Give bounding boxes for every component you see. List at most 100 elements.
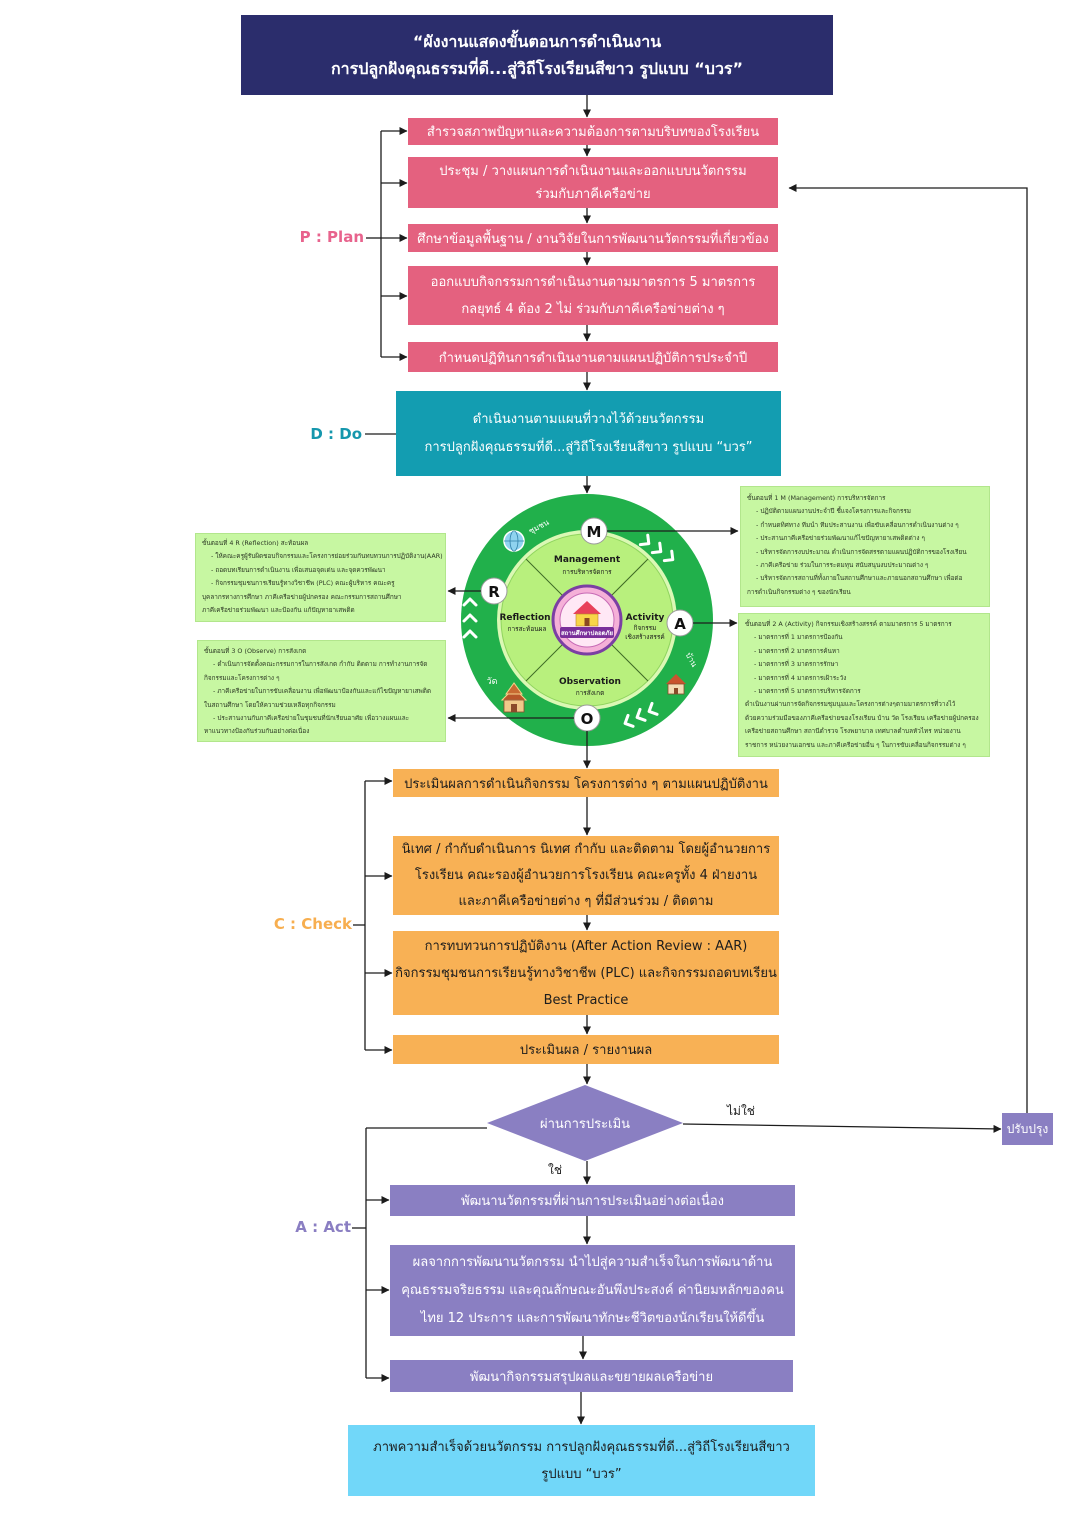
plan-step: กำหนดปฏิทินการดำเนินงานตามแผนปฏิบัติการป… [408, 342, 778, 372]
logo-text: สถานศึกษาปลอดภัย [561, 629, 613, 637]
result-text: รูปแบบ “บวร” [541, 1466, 622, 1482]
check-step: ประเมินผลการดำเนินกิจกรรม โครงการต่าง ๆ … [393, 769, 779, 797]
act-phase-label: A : Act [295, 1218, 351, 1236]
note-line: เครือข่ายสถานศึกษา สถานีตำรวจ โรงพยาบาล … [745, 727, 961, 736]
check-bracket [353, 777, 393, 1054]
plan-bracket [366, 127, 408, 361]
mao-r-cycle-diagram: Management การบริหารจัดการ Activity กิจก… [461, 494, 713, 746]
note-heading: ขั้นตอนที่ 4 R (Reflection) สะท้อนผล [202, 539, 309, 547]
step-text: ประเมินผล / รายงานผล [519, 1043, 653, 1058]
act-step: พัฒนานวัตกรรมที่ผ่านการประเมินอย่างต่อเน… [390, 1185, 795, 1216]
observation-letter: O [581, 710, 594, 728]
cycle-note-connectors [447, 527, 739, 722]
house-icon [666, 674, 686, 695]
observation-label: Observation [559, 677, 621, 687]
step-text: นิเทศ / กำกับดำเนินการ นิเทศ กำกับ และติ… [401, 841, 771, 857]
step-text: กิจกรรมชุมชนการเรียนรู้ทางวิชาชีพ (PLC) … [395, 965, 777, 981]
chevron-arrows-icon [462, 533, 675, 728]
reflection-letter: R [488, 583, 500, 601]
plan-step: ศึกษาข้อมูลพื้นฐาน / งานวิจัยในการพัฒนาน… [408, 224, 778, 252]
act-bracket [352, 1127, 487, 1382]
management-label: Management [554, 555, 621, 565]
feedback-loop [682, 184, 1028, 1133]
reflection-label: Reflection [499, 613, 550, 623]
step-text: โรงเรียน คณะรองผู้อำนวยการโรงเรียน คณะคร… [414, 867, 758, 883]
temple-icon [500, 682, 528, 713]
activity-letter: A [674, 615, 686, 633]
step-text: พัฒนานวัตกรรมที่ผ่านการประเมินอย่างต่อเน… [461, 1194, 724, 1209]
act-step: พัฒนากิจกรรมสรุปผลและขยายผลเครือข่าย [390, 1360, 793, 1392]
step-text: ประเมินผลการดำเนินกิจกรรม โครงการต่าง ๆ … [404, 776, 768, 792]
connector-arrow [788, 184, 1028, 1113]
reflection-label-th: การสะท้อนผล [508, 625, 547, 633]
note-line: - มาตรการที่ 4 มาตรการเฝ้าระวัง [754, 673, 847, 682]
note-line: ด้วยความร่วมมือของภาคีเครือข่ายของโรงเรี… [745, 713, 979, 722]
reflection-badge: R [480, 577, 508, 605]
note-line: - ถอดบทเรียนการดำเนินงาน เพื่อเสนอจุดเด่… [211, 565, 386, 574]
step-text: กลยุทธ์ 4 ต้อง 2 ไม่ ร่วมกับภาคีเครือข่า… [461, 301, 725, 317]
improve-text: ปรับปรุง [1006, 1121, 1049, 1136]
plan-step: ออกแบบกิจกรรมการดำเนินงานตามมาตรการ 5 มา… [408, 266, 778, 325]
plan-step: สำรวจสภาพปัญหาและความต้องการตามบริบทของโ… [408, 118, 778, 145]
note-line: ในสถานศึกษา โดยให้ความช่วยเหลือทุกกิจกรร… [204, 700, 336, 709]
result-box: ภาพความสำเร็จด้วยนวัตกรรม การปลูกฝังคุณธ… [348, 1425, 815, 1496]
observation-note: ขั้นตอนที่ 3 O (Observe) การสังเกต - ดำเ… [197, 640, 446, 742]
connector-arrow [682, 1123, 1002, 1133]
note-line: - กำหนดทิศทาง ทีมนำ ทีมประสานงาน เพื่อขั… [756, 520, 959, 529]
check-step: นิเทศ / กำกับดำเนินการ นิเทศ กำกับ และติ… [393, 836, 779, 915]
management-label-th: การบริหารจัดการ [562, 568, 612, 576]
step-text: คุณธรรมจริยธรรม และคุณลักษณะอันพึงประสงค… [401, 1282, 784, 1298]
decision-yes-label: ใช่ [548, 1163, 563, 1177]
observation-badge: O [573, 704, 601, 732]
note-line: - ประสานภาคีเครือข่ายร่วมพัฒนาแก้ไขปัญหา… [756, 534, 925, 543]
note-line: - ประสานงานกับภาคีเครือข่ายในชุมชนที่นัก… [213, 713, 410, 722]
step-text: ออกแบบกิจกรรมการดำเนินงานตามมาตรการ 5 มา… [430, 274, 756, 290]
check-step: ประเมินผล / รายงานผล [393, 1035, 779, 1064]
note-line: - มาตรการที่ 1 มาตรการป้องกัน [754, 633, 843, 642]
management-badge: M [580, 517, 608, 545]
reflection-note: ขั้นตอนที่ 4 R (Reflection) สะท้อนผล - ใ… [195, 533, 446, 622]
note-line: - ภาคีเครือข่าย ร่วมในการระดมทุน สนับสนุ… [756, 560, 929, 569]
decision-no-label: ไม่ใช่ [727, 1104, 755, 1118]
note-line: - กิจกรรมชุมชนการเรียนรู้ทางวิชาชีพ (PLC… [211, 579, 395, 588]
step-text: ศึกษาข้อมูลพื้นฐาน / งานวิจัยในการพัฒนาน… [417, 231, 769, 247]
plan-phase-label: P : Plan [299, 228, 364, 246]
flowchart-title: “ผังงานแสดงขั้นตอนการดำเนินงาน การปลูกฝั… [241, 15, 833, 95]
note-line: ราชการ หน่วยงานเอกชน และภาคีเครือข่ายอื่… [745, 740, 966, 749]
temple-label: วัด [487, 677, 498, 687]
note-line: - บริหารจัดการสถานที่ทั้งภายในสถานศึกษาแ… [756, 574, 963, 583]
act-step: ผลจากการพัฒนานวัตกรรม นำไปสู่ความสำเร็จใ… [390, 1245, 795, 1336]
note-line: บุคลากรทางการศึกษา ภาคีเครือข่ายผู้ปกครอ… [202, 592, 402, 601]
step-text: กำหนดปฏิทินการดำเนินงานตามแผนปฏิบัติการป… [438, 350, 748, 366]
note-line: ดำเนินงานผ่านการจัดกิจกรรมชุมนุมและโครงก… [745, 700, 956, 709]
step-text: การปลูกฝังคุณธรรมที่ดี...สู่วิถีโรงเรียน… [424, 439, 753, 455]
note-line: - มาตรการที่ 3 มาตรการรักษา [754, 660, 839, 669]
step-text: ประชุม / วางแผนการดำเนินงานและออกแบบนวัต… [439, 163, 747, 179]
note-line: - มาตรการที่ 2 มาตรการค้นหา [754, 646, 840, 655]
main-flow-connectors [577, 95, 591, 1425]
step-text: สำรวจสภาพปัญหาและความต้องการตามบริบทของโ… [426, 125, 760, 140]
step-text: ผลจากการพัฒนานวัตกรรม นำไปสู่ความสำเร็จใ… [412, 1254, 773, 1270]
observation-label-th: การสังเกต [576, 689, 605, 697]
do-phase-label: D : Do [310, 425, 362, 443]
note-line: - ดำเนินการจัดตั้งคณะกรรมการในการสังเกต … [213, 660, 428, 669]
title-line: การปลูกฝังคุณธรรมที่ดี...สู่วิถีโรงเรียน… [330, 59, 744, 78]
activity-note: ขั้นตอนที่ 2 A (Activity) กิจกรรมเชิงสร้… [738, 613, 990, 757]
note-line: - ปฏิบัติตามแผนงานประจำปี ชี้แจงโครงการแ… [756, 507, 911, 516]
note-line: กิจกรรมและโครงการต่าง ๆ [204, 673, 280, 682]
step-text: ไทย 12 ประการ และการพัฒนาทักษะชีวิตของนั… [420, 1310, 765, 1326]
step-text: Best Practice [543, 992, 629, 1008]
step-text: พัฒนากิจกรรมสรุปผลและขยายผลเครือข่าย [469, 1369, 714, 1385]
improve-box: ปรับปรุง [1002, 1113, 1053, 1145]
management-letter: M [587, 523, 602, 541]
note-line: - ให้คณะครูผู้รับผิดชอบกิจกรรมและโครงการ… [211, 552, 443, 561]
note-line: - ภาคีเครือข่ายในการขับเคลื่อนงาน เพื่อพ… [213, 687, 432, 696]
note-heading: ขั้นตอนที่ 2 A (Activity) กิจกรรมเชิงสร้… [745, 620, 952, 628]
globe-icon [503, 530, 525, 552]
check-step: การทบทวนการปฏิบัติงาน (After Action Revi… [393, 931, 779, 1015]
decision-shape [487, 1085, 683, 1161]
note-line: ภาคีเครือข่ายร่วมพัฒนา และป้องกัน แก้ปัญ… [202, 605, 355, 614]
note-line: การดำเนินกิจกรรมต่าง ๆ ของนักเรียน [747, 587, 851, 596]
